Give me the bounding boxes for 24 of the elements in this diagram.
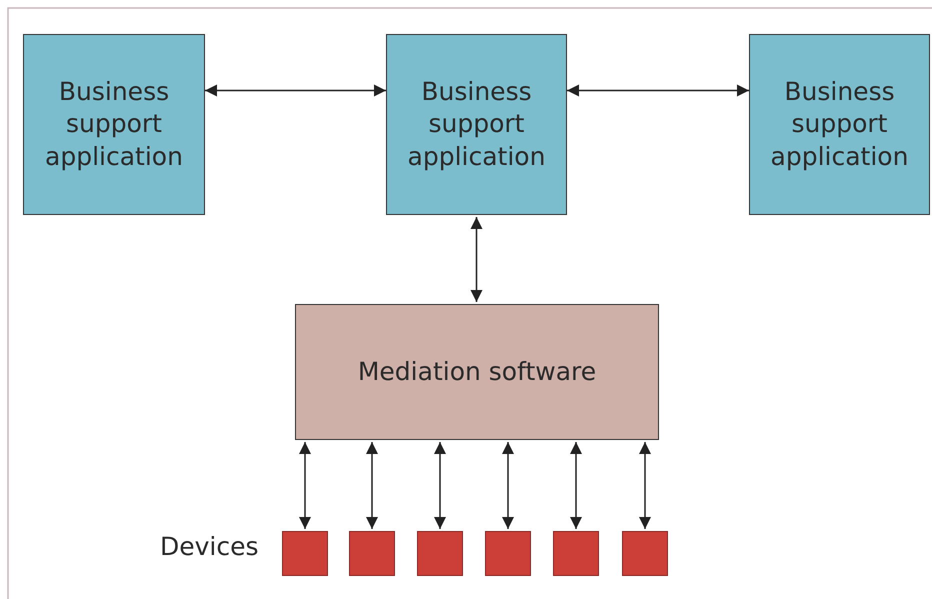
double-arrow xyxy=(366,442,378,529)
application-box xyxy=(749,34,930,215)
application-box xyxy=(23,34,205,215)
double-arrow xyxy=(434,442,446,529)
device-square xyxy=(349,531,395,576)
box-label: Mediation software xyxy=(358,356,596,388)
double-arrow xyxy=(639,442,651,529)
device-square xyxy=(622,531,668,576)
devices-label: Devices xyxy=(160,532,259,561)
double-arrow xyxy=(502,442,514,529)
device-square xyxy=(553,531,599,576)
box-label: Business support application xyxy=(44,76,184,173)
double-arrow xyxy=(299,442,311,529)
application-box xyxy=(386,34,567,215)
device-square xyxy=(282,531,328,576)
double-arrow xyxy=(470,217,482,302)
box-label: Business support application xyxy=(406,76,546,173)
box-label: Business support application xyxy=(770,76,910,173)
double-arrow xyxy=(205,84,386,96)
double-arrow xyxy=(570,442,582,529)
device-square xyxy=(485,531,531,576)
mediation-box xyxy=(295,304,659,440)
device-square xyxy=(417,531,463,576)
double-arrow xyxy=(567,84,749,96)
